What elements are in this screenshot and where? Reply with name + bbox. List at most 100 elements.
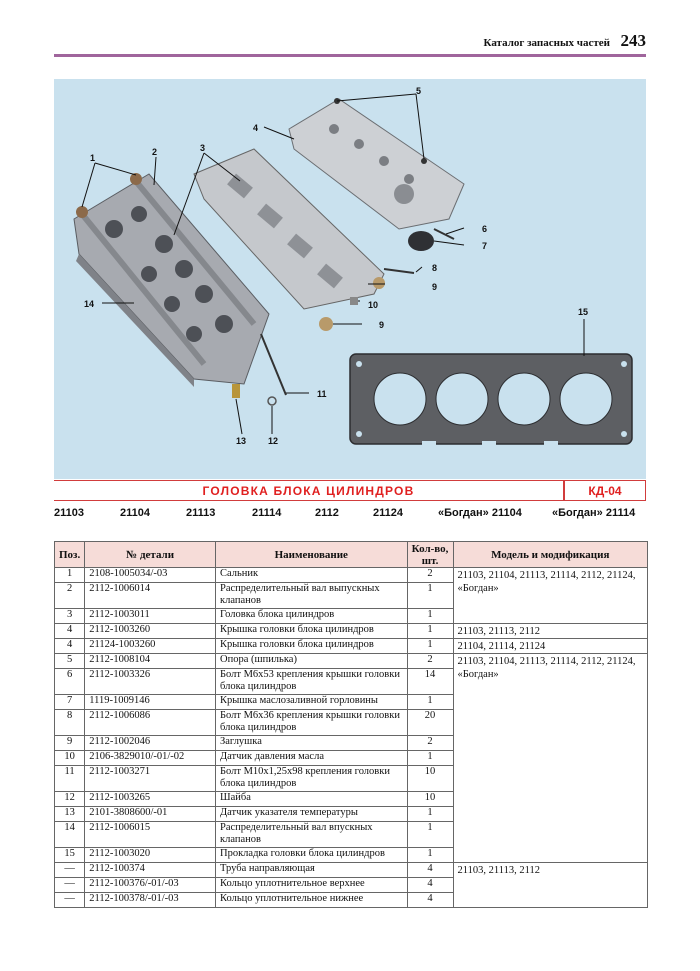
callout-label: 8: [432, 263, 437, 273]
table-row: 14 2112-1006015 Распределительный вал вп…: [53, 821, 648, 848]
small-parts: [232, 228, 455, 406]
cell-qty: 14: [406, 668, 454, 695]
cell-pos: 12: [53, 791, 86, 807]
cell-pos: 13: [53, 806, 86, 822]
catalog-title: Каталог запасных частей: [483, 37, 610, 49]
cell-qty: 1: [406, 694, 454, 710]
leader-lines: [81, 93, 585, 435]
head-gasket-part: [349, 353, 633, 449]
cell-name: Кольцо уплотнительное верхнее: [215, 877, 408, 893]
model-label: 2112: [315, 507, 339, 519]
table-row: 5 2112-1008104 Опора (шпилька) 2 21103, …: [53, 653, 648, 863]
cell-part-number: 2112-1003326: [84, 668, 216, 695]
cell-qty: 4: [406, 862, 454, 878]
callout-label: 13: [236, 436, 246, 446]
cell-pos: 15: [53, 847, 86, 863]
model-list: 21103 21104 21113 21114 2112 21124 «Богд…: [54, 507, 646, 525]
table-row: 1 2108-1005034/-03 Сальник 2 21103, 2110…: [53, 567, 648, 624]
cell-pos: 3: [53, 608, 86, 624]
table-row: — 2112-100376/-01/-03 Кольцо уплотнитель…: [53, 877, 648, 893]
cell-part-number: 2112-1003265: [84, 791, 216, 807]
section-title-bar: ГОЛОВКА БЛОКА ЦИЛИНДРОВ КД-04: [54, 480, 646, 501]
model-label: 21103: [54, 507, 84, 519]
cylinder-head-illustration: 1 2 3 4 5 6 7 8 9 10 9 11 12 13 14 15: [54, 79, 646, 479]
callout-label: 2: [152, 147, 157, 157]
cell-model: 21103, 21113, 2112: [452, 623, 648, 639]
header-divider: [54, 54, 646, 57]
section-title: ГОЛОВКА БЛОКА ЦИЛИНДРОВ: [202, 483, 415, 498]
cell-qty: 1: [406, 806, 454, 822]
camshaft-housing-part: [193, 148, 385, 310]
cell-name: Опора (шпилька): [215, 653, 408, 669]
cell-pos: 8: [53, 709, 86, 736]
valve-cover-part: [288, 98, 465, 230]
parts-table: Поз. № детали Наименование Кол-во, шт. М…: [53, 541, 648, 908]
callout-label: 11: [317, 389, 327, 399]
cell-name: Крышка головки блока цилиндров: [215, 638, 408, 654]
cell-part-number: 21124-1003260: [84, 638, 216, 654]
table-row: — 2112-100374 Труба направляющая 4 21103…: [53, 862, 648, 908]
cell-part-number: 2112-100376/-01/-03: [84, 877, 216, 893]
callout-label: 3: [200, 143, 205, 153]
cell-name: Распределительный вал выпускных клапанов: [215, 582, 408, 609]
table-row: 8 2112-1006086 Болт М6х36 крепления крыш…: [53, 709, 648, 736]
cell-pos: 4: [53, 638, 86, 654]
column-header-qty: Кол-во, шт.: [406, 541, 454, 568]
table-row: — 2112-100378/-01/-03 Кольцо уплотнитель…: [53, 892, 648, 908]
cell-part-number: 2112-1006014: [84, 582, 216, 609]
cell-part-number: 2112-1008104: [84, 653, 216, 669]
table-row: 4 2112-1003260 Крышка головки блока цили…: [53, 623, 648, 639]
cell-part-number: 2112-1006015: [84, 821, 216, 848]
cell-part-number: 2112-1003011: [84, 608, 216, 624]
column-header-name: Наименование: [215, 541, 408, 568]
cell-pos: 11: [53, 765, 86, 792]
cell-pos: —: [53, 862, 86, 878]
page-header: Каталог запасных частей 243: [54, 28, 646, 56]
callout-label: 15: [578, 307, 588, 317]
cell-qty: 1: [406, 623, 454, 639]
cell-pos: 7: [53, 694, 86, 710]
column-header-pos: Поз.: [53, 541, 86, 568]
cell-qty: 10: [406, 791, 454, 807]
cell-qty: 1: [406, 608, 454, 624]
cell-model: 21103, 21104, 21113, 21114, 2112, 21124,…: [452, 567, 648, 624]
cell-name: Сальник: [215, 567, 408, 583]
cell-pos: —: [53, 892, 86, 908]
cell-model: 21104, 21114, 21124: [452, 638, 648, 654]
cell-name: Крышка головки блока цилиндров: [215, 623, 408, 639]
callout-label: 12: [268, 436, 278, 446]
exploded-view-drawing: 1 2 3 4 5 6 7 8 9 10 9 11 12 13 14 15: [73, 86, 633, 449]
model-label: 21124: [373, 507, 403, 519]
section-code-box: КД-04: [564, 480, 646, 501]
column-header-part-number: № детали: [84, 541, 216, 568]
cell-qty: 20: [406, 709, 454, 736]
cell-name: Болт М6х53 крепления крышки головки блок…: [215, 668, 408, 695]
table-row: 11 2112-1003271 Болт М10х1,25х98 креплен…: [53, 765, 648, 792]
cell-qty: 1: [406, 582, 454, 609]
table-row: 4 21124-1003260 Крышка головки блока цил…: [53, 638, 648, 654]
table-header-row: Поз. № детали Наименование Кол-во, шт. М…: [53, 541, 648, 568]
cell-qty: 4: [406, 892, 454, 908]
column-header-model: Модель и модификация: [452, 541, 648, 568]
cell-part-number: 1119-1009146: [84, 694, 216, 710]
cell-qty: 1: [406, 750, 454, 766]
cell-pos: 1: [53, 567, 86, 583]
model-label: «Богдан» 21104: [438, 507, 522, 519]
cell-model: 21103, 21113, 2112: [452, 862, 648, 908]
table-row: 13 2101-3808600/-01 Датчик указателя тем…: [53, 806, 648, 822]
model-label: 21104: [120, 507, 150, 519]
cell-name: Болт М6х36 крепления крышки головки блок…: [215, 709, 408, 736]
cell-name: Крышка маслозаливной горловины: [215, 694, 408, 710]
cell-part-number: 2112-1002046: [84, 735, 216, 751]
cell-pos: 9: [53, 735, 86, 751]
cell-name: Прокладка головки блока цилиндров: [215, 847, 408, 863]
cell-name: Кольцо уплотнительное нижнее: [215, 892, 408, 908]
table-row: 6 2112-1003326 Болт М6х53 крепления крыш…: [53, 668, 648, 695]
cell-pos: —: [53, 877, 86, 893]
table-row: 9 2112-1002046 Заглушка 2: [53, 735, 648, 751]
callout-label: 7: [482, 241, 487, 251]
callout-label: 6: [482, 224, 487, 234]
cell-part-number: 2112-100374: [84, 862, 216, 878]
cell-qty: 1: [406, 821, 454, 848]
cell-qty: 4: [406, 877, 454, 893]
